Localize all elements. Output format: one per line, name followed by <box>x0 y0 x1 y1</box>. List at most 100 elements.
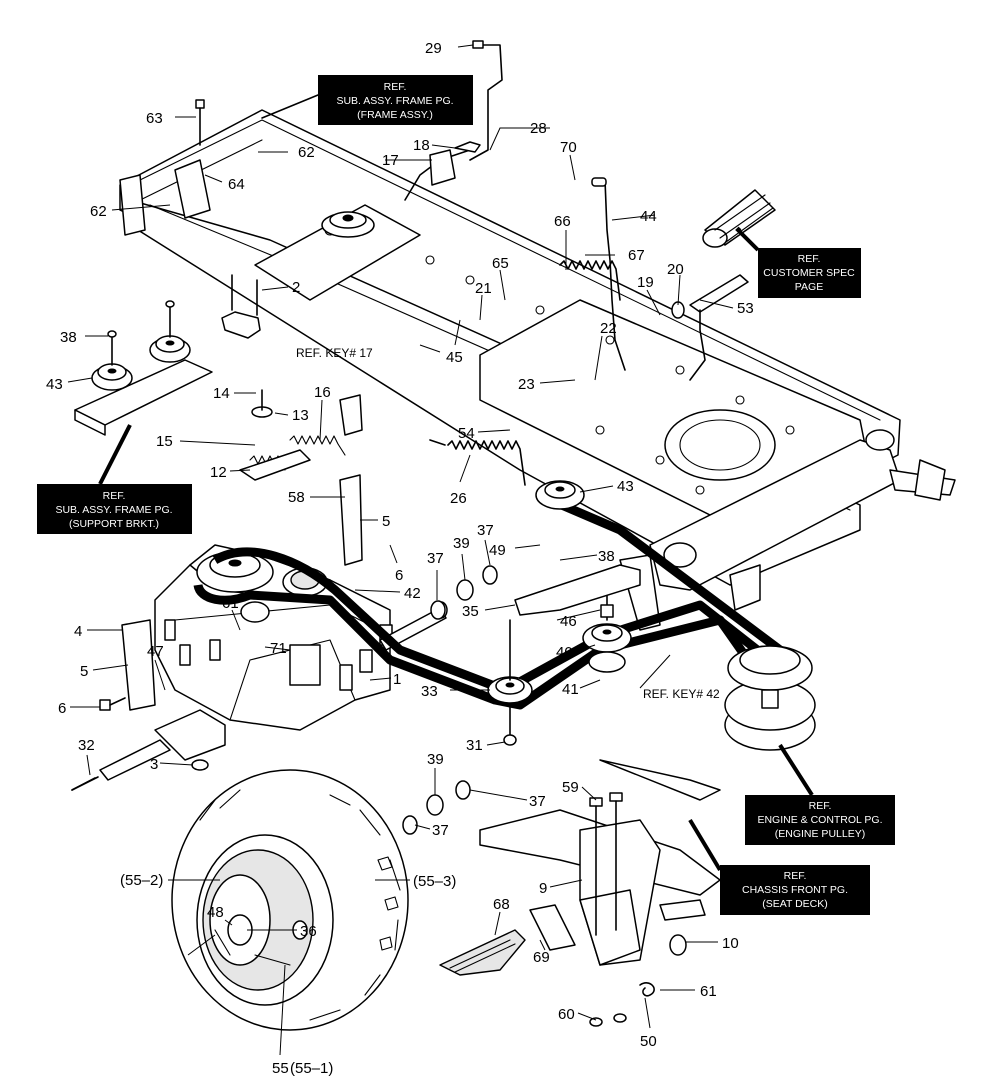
label-28: 28 <box>530 120 547 137</box>
label-48: 48 <box>207 904 224 921</box>
label-39-a: 39 <box>453 535 470 552</box>
ref-box-customer-spec-line2: CUSTOMER SPEC <box>763 267 855 279</box>
label-12: 12 <box>210 464 227 481</box>
label-42: 42 <box>404 585 421 602</box>
pin-32 <box>71 776 99 791</box>
label-6-bottom: 6 <box>58 700 66 717</box>
label-29: 29 <box>425 40 442 57</box>
ref-box-seat-deck-line1: REF. <box>784 870 807 882</box>
label-58: 58 <box>288 489 305 506</box>
label-23: 23 <box>518 376 535 393</box>
bolt-6 <box>99 697 126 711</box>
ref-box-support-brkt-line1: REF. <box>103 490 126 502</box>
ref-box-support-brkt-line2: SUB. ASSY. FRAME PG. <box>55 504 172 516</box>
label-70: 70 <box>560 139 577 156</box>
part-number-labels: 29 28 63 62 64 62 18 17 70 44 66 67 65 2… <box>46 40 754 1077</box>
ref-key-42-label: REF. KEY# 42 <box>643 687 720 701</box>
engine-pulley <box>724 645 816 751</box>
label-6-top: 6 <box>395 567 403 584</box>
label-32: 32 <box>78 737 95 754</box>
label-38-center: 38 <box>598 548 615 565</box>
rod-28 <box>404 44 503 201</box>
label-53: 53 <box>737 300 754 317</box>
label-66: 66 <box>554 213 571 230</box>
label-35: 35 <box>462 603 479 620</box>
pin-70 <box>591 177 607 187</box>
label-19: 19 <box>637 274 654 291</box>
rear-tire <box>171 769 409 1031</box>
spring-16 <box>289 435 346 456</box>
label-3: 3 <box>150 756 158 773</box>
main-frame <box>119 109 956 631</box>
label-18: 18 <box>413 137 430 154</box>
label-37-b: 37 <box>477 522 494 539</box>
label-61-bottom: 61 <box>700 983 717 1000</box>
label-65: 65 <box>492 255 509 272</box>
label-17: 17 <box>382 152 399 169</box>
spring-26 <box>429 439 526 486</box>
ref-key-17-label: REF. KEY# 17 <box>296 346 373 360</box>
plate-69 <box>529 904 576 951</box>
washer-13 <box>251 389 273 418</box>
label-37-c: 37 <box>529 793 546 810</box>
ref-box-engine-pulley-line1: REF. <box>809 800 832 812</box>
bracket-58 <box>339 394 363 566</box>
label-38-top: 38 <box>60 329 77 346</box>
drive-belt <box>193 495 795 723</box>
label-14: 14 <box>213 385 230 402</box>
grip-customer-spec <box>702 189 776 248</box>
label-43-left: 43 <box>46 376 63 393</box>
bolt-2 <box>221 274 261 339</box>
idler-pulley-43 <box>535 480 585 510</box>
bolt-18 <box>454 141 481 153</box>
idler-bracket <box>509 564 641 681</box>
label-63: 63 <box>146 110 163 127</box>
label-31: 31 <box>466 737 483 754</box>
nut-3 <box>191 759 209 771</box>
nuts-60 <box>589 1013 627 1027</box>
ref-box-seat-deck: REF. CHASSIS FRONT PG. (SEAT DECK) <box>688 818 870 915</box>
label-9: 9 <box>539 880 547 897</box>
ref-box-support-brkt-line3: (SUPPORT BRKT.) <box>69 518 159 530</box>
label-37-a: 37 <box>427 550 444 567</box>
ref-box-frame-assy-line3: (FRAME ASSY.) <box>357 109 433 121</box>
spring-12 <box>239 449 311 481</box>
label-55-1: (55–1) <box>290 1060 333 1077</box>
label-36: 36 <box>300 923 317 940</box>
ref-box-customer-spec-line1: REF. <box>798 253 821 265</box>
label-41: 41 <box>562 681 579 698</box>
bolt-29 <box>472 40 484 49</box>
label-44: 44 <box>640 208 657 225</box>
label-49: 49 <box>489 542 506 559</box>
ref-box-engine-pulley-line3: (ENGINE PULLEY) <box>775 828 865 840</box>
label-33: 33 <box>421 683 438 700</box>
label-55-3: (55–3) <box>413 873 456 890</box>
label-21: 21 <box>475 280 492 297</box>
label-5-bottom: 5 <box>80 663 88 680</box>
label-20: 20 <box>667 261 684 278</box>
transaxle <box>71 544 448 791</box>
label-67: 67 <box>628 247 645 264</box>
label-54: 54 <box>458 425 475 442</box>
label-69: 69 <box>533 949 550 966</box>
idler-pulley-40 <box>582 589 632 673</box>
label-61-top: 61 <box>222 595 239 612</box>
support-bracket <box>74 300 213 436</box>
label-62-left: 62 <box>90 203 107 220</box>
label-2: 2 <box>292 279 300 296</box>
label-16: 16 <box>314 384 331 401</box>
label-68: 68 <box>493 896 510 913</box>
bolt-63 <box>195 99 205 146</box>
label-55: 55 <box>272 1060 289 1077</box>
bracket-4 <box>121 619 156 711</box>
idler-pulley-33 <box>487 676 533 746</box>
ref-box-engine-pulley-line2: ENGINE & CONTROL PG. <box>757 814 882 826</box>
label-46: 46 <box>560 613 577 630</box>
label-37-d: 37 <box>432 822 449 839</box>
ref-box-customer-spec-line3: PAGE <box>795 281 823 293</box>
label-5-top: 5 <box>382 513 390 530</box>
ref-box-frame-assy-line1: REF. <box>384 81 407 93</box>
label-4: 4 <box>74 623 82 640</box>
ref-box-engine-pulley: REF. ENGINE & CONTROL PG. (ENGINE PULLEY… <box>745 743 895 845</box>
